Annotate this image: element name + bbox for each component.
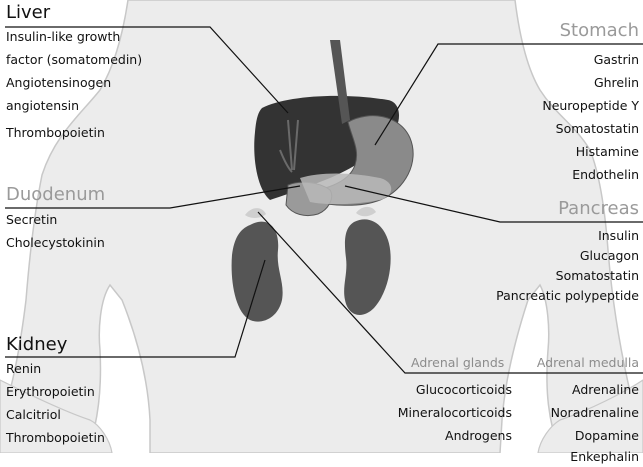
- liver-hormone: Insulin-like growth: [6, 25, 142, 48]
- duodenum-hormone: Cholecystokinin: [6, 231, 105, 254]
- duodenum-title: Duodenum: [6, 184, 105, 205]
- stomach-hormone: Gastrin: [542, 48, 639, 71]
- pancreas-title: Pancreas: [558, 198, 639, 219]
- stomach-hormone: Neuropeptide Y: [542, 94, 639, 117]
- liver-hormone: angiotensin: [6, 94, 142, 117]
- adrenal-medulla-hormone-list: Adrenaline Noradrenaline Dopamine Enkeph…: [551, 378, 639, 467]
- endocrine-organs-diagram: Liver Insulin-like growth factor (somato…: [0, 0, 643, 453]
- liver-hormone: Angiotensinogen: [6, 71, 142, 94]
- stomach-hormone: Endothelin: [542, 163, 639, 186]
- duodenum-hormone-list: Secretin Cholecystokinin: [6, 208, 105, 254]
- adrenal-glands-hormone: Glucocorticoids: [398, 378, 512, 401]
- left-kidney-organ: [232, 222, 283, 322]
- liver-hormone-list: Insulin-like growth factor (somatomedin)…: [6, 25, 142, 144]
- liver-hormone: Thrombopoietin: [6, 121, 142, 144]
- adrenal-glands-hormone: Mineralocorticoids: [398, 401, 512, 424]
- stomach-title: Stomach: [560, 20, 639, 41]
- liver-title: Liver: [6, 2, 50, 23]
- adrenal-glands-title: Adrenal glands: [411, 355, 504, 370]
- adrenal-medulla-hormone: Enkephalin: [551, 447, 639, 467]
- kidney-hormone-list: Renin Erythropoietin Calcitriol Thrombop…: [6, 357, 105, 449]
- pancreas-hormone: Glucagon: [496, 246, 639, 266]
- duodenum-hormone: Secretin: [6, 208, 105, 231]
- kidney-hormone: Renin: [6, 357, 105, 380]
- adrenal-medulla-hormone: Noradrenaline: [551, 401, 639, 424]
- pancreas-hormone: Insulin: [496, 226, 639, 246]
- liver-hormone: factor (somatomedin): [6, 48, 142, 71]
- kidney-title: Kidney: [6, 334, 67, 355]
- kidney-hormone: Thrombopoietin: [6, 426, 105, 449]
- pancreas-hormone: Pancreatic polypeptide: [496, 286, 639, 306]
- stomach-hormone: Ghrelin: [542, 71, 639, 94]
- adrenal-medulla-hormone: Dopamine: [551, 424, 639, 447]
- pancreas-organ: [300, 174, 391, 205]
- adrenal-glands-hormone-list: Glucocorticoids Mineralocorticoids Andro…: [398, 378, 512, 447]
- pancreas-hormone: Somatostatin: [496, 266, 639, 286]
- pancreas-hormone-list: Insulin Glucagon Somatostatin Pancreatic…: [496, 226, 639, 306]
- kidney-hormone: Erythropoietin: [6, 380, 105, 403]
- adrenal-medulla-hormone: Adrenaline: [551, 378, 639, 401]
- stomach-hormone-list: Gastrin Ghrelin Neuropeptide Y Somatosta…: [542, 48, 639, 186]
- adrenal-glands-hormone: Androgens: [398, 424, 512, 447]
- stomach-hormone: Histamine: [542, 140, 639, 163]
- stomach-hormone: Somatostatin: [542, 117, 639, 140]
- kidney-hormone: Calcitriol: [6, 403, 105, 426]
- adrenal-medulla-title: Adrenal medulla: [537, 355, 639, 370]
